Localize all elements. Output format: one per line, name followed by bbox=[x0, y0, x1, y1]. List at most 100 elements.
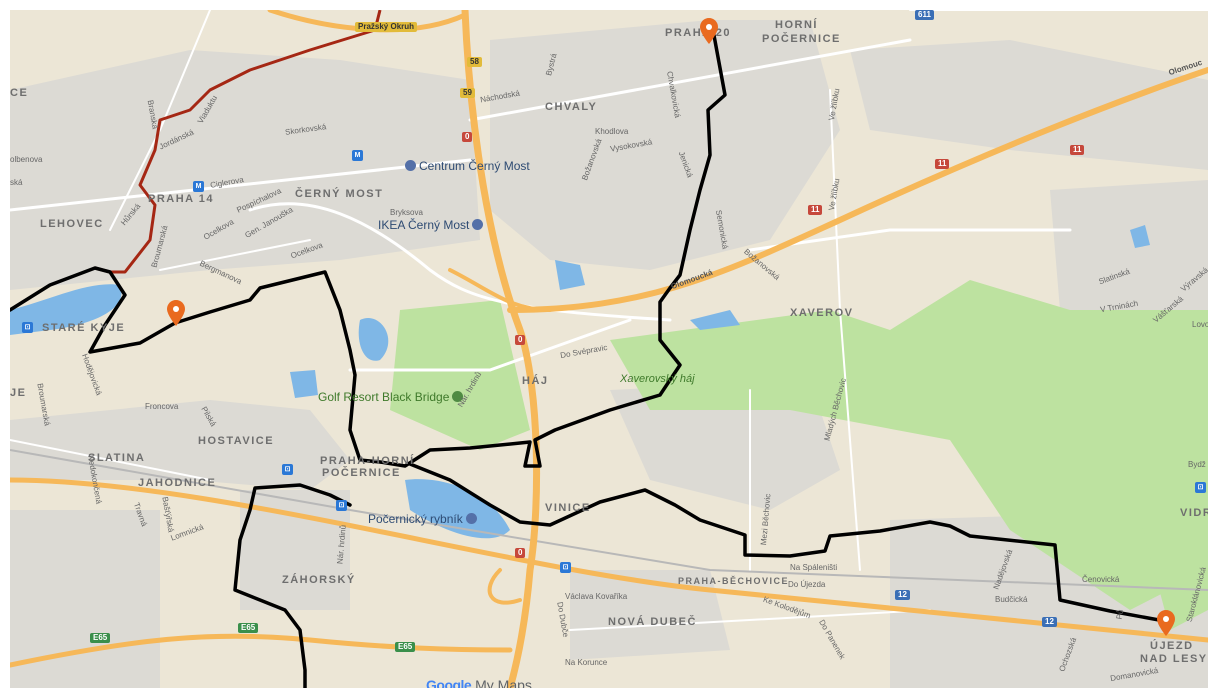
camera-icon bbox=[465, 513, 477, 524]
district-label: VIDR bbox=[1180, 507, 1208, 519]
district-label: JAHODNICE bbox=[138, 477, 217, 489]
road-shield: 0 bbox=[462, 132, 473, 142]
street-label: Lovo bbox=[1192, 320, 1208, 329]
road bbox=[829, 89, 861, 571]
route-black-2[interactable] bbox=[408, 462, 1172, 624]
golf-icon bbox=[452, 391, 464, 402]
district-label: NAD LESY bbox=[1140, 653, 1208, 665]
map-marker-pin-icon[interactable] bbox=[167, 300, 185, 326]
road-shield: 611 bbox=[915, 10, 934, 20]
urban-area bbox=[1050, 180, 1208, 310]
road bbox=[109, 10, 211, 231]
urban-area bbox=[10, 400, 350, 490]
district-label: JE bbox=[10, 387, 27, 399]
street-label: Bydž bbox=[1188, 460, 1206, 469]
district-label: STARÉ KYJE bbox=[42, 322, 126, 334]
map-marker-pin-icon[interactable] bbox=[700, 18, 718, 44]
street-label: Na Korunce bbox=[565, 658, 608, 667]
district-label: VINICE bbox=[545, 502, 591, 514]
map-svg[interactable] bbox=[10, 10, 1208, 688]
road-shield: 0 bbox=[515, 548, 526, 558]
park-label-xaverovsky: Xaverovský háj bbox=[620, 373, 695, 385]
shopping-icon bbox=[405, 160, 416, 171]
poi-golf-resort[interactable]: Golf Resort Black Bridge bbox=[318, 390, 466, 404]
road bbox=[468, 38, 912, 122]
highway-d0 bbox=[461, 10, 541, 688]
road-shield: 11 bbox=[935, 159, 950, 169]
district-label: PRAHA 20 bbox=[665, 27, 731, 39]
route-black[interactable] bbox=[10, 28, 727, 468]
district-label: PRAHA 14 bbox=[148, 193, 214, 205]
street-label: Do Újezda bbox=[788, 580, 826, 589]
highway-12 bbox=[10, 477, 1208, 643]
district-label: ZÁHORSKÝ bbox=[282, 574, 356, 586]
water-body bbox=[555, 260, 585, 290]
road-shield: 12 bbox=[1042, 617, 1057, 627]
district-label: LEHOVEC bbox=[40, 218, 104, 230]
street-label: Václava Kovaříka bbox=[565, 592, 628, 601]
district-label: ÚJEZD bbox=[1150, 640, 1194, 652]
district-label: NOVÁ DUBEČ bbox=[608, 616, 697, 628]
metro-icon[interactable]: ⊡ bbox=[22, 322, 33, 333]
district-label: PRAHA-BĚCHOVICE bbox=[678, 576, 790, 586]
street-label: Budčická bbox=[995, 595, 1028, 604]
road-shield: 11 bbox=[808, 205, 823, 215]
road-shield: Pražský Okruh bbox=[355, 22, 418, 32]
district-label: SLATINA bbox=[88, 452, 146, 464]
urban-area bbox=[10, 50, 480, 290]
highway-slip bbox=[487, 568, 522, 605]
district-label: POČERNICE bbox=[322, 467, 401, 479]
road-shield: 11 bbox=[1070, 145, 1085, 155]
poi-pocernicky-rybnik[interactable]: Počernický rybník bbox=[368, 512, 480, 526]
street-label: ská bbox=[10, 178, 23, 187]
poi-centrum-cerny-most[interactable]: Centrum Černý Most bbox=[405, 159, 530, 173]
road-shield: E65 bbox=[395, 642, 416, 652]
street-label: Froncova bbox=[145, 402, 179, 411]
road bbox=[10, 439, 211, 481]
google-my-maps-credit: Google My Maps bbox=[426, 677, 532, 688]
highways bbox=[10, 10, 1208, 688]
route-black-3[interactable] bbox=[233, 483, 352, 688]
street-label: Bryksova bbox=[390, 208, 423, 217]
poi-ikea-cerny-most[interactable]: IKEA Černý Most bbox=[378, 218, 486, 232]
district-label: HÁJ bbox=[522, 375, 549, 387]
street-label: olbenova bbox=[10, 155, 43, 164]
road bbox=[10, 158, 472, 212]
street-label: Čenovická bbox=[1082, 575, 1120, 584]
road bbox=[748, 228, 1072, 252]
road-shield: 58 bbox=[467, 57, 482, 67]
shopping-icon bbox=[472, 219, 484, 230]
road bbox=[159, 239, 311, 271]
road-shield: 59 bbox=[460, 88, 475, 98]
train-icon[interactable]: ⊡ bbox=[1195, 482, 1206, 493]
district-label: HOSTAVICE bbox=[198, 435, 275, 447]
water-body bbox=[290, 370, 318, 398]
street-label: Pů bbox=[1114, 608, 1126, 621]
urban-area bbox=[570, 570, 730, 660]
district-label: POČERNICE bbox=[762, 33, 841, 45]
train-icon[interactable]: ⊡ bbox=[560, 562, 571, 573]
water-body bbox=[690, 310, 740, 330]
water-body bbox=[1130, 225, 1150, 248]
road-shield: 12 bbox=[895, 590, 910, 600]
water-body bbox=[10, 284, 122, 335]
urban-area bbox=[610, 380, 840, 510]
park-area bbox=[390, 300, 530, 450]
park-area bbox=[610, 280, 1208, 610]
train-icon[interactable]: ⊡ bbox=[336, 500, 347, 511]
urban-area bbox=[850, 40, 1208, 170]
map-canvas[interactable]: PRAHA 20 HORNÍ POČERNICE CHVALY ČERNÝ MO… bbox=[10, 10, 1208, 688]
route-red[interactable] bbox=[94, 10, 382, 274]
water bbox=[10, 225, 1150, 539]
urban-area bbox=[490, 20, 840, 270]
highway-slip bbox=[448, 268, 552, 312]
railway bbox=[10, 449, 1208, 591]
train-icon[interactable]: ⊡ bbox=[282, 464, 293, 475]
road-shield: E65 bbox=[238, 623, 259, 633]
highway-d11 bbox=[507, 67, 1208, 313]
district-label: HORNÍ bbox=[775, 19, 818, 31]
metro-icon[interactable]: M bbox=[352, 150, 363, 161]
metro-icon[interactable]: M bbox=[193, 181, 204, 192]
water-body bbox=[405, 479, 510, 539]
map-marker-pin-icon[interactable] bbox=[1157, 610, 1175, 636]
